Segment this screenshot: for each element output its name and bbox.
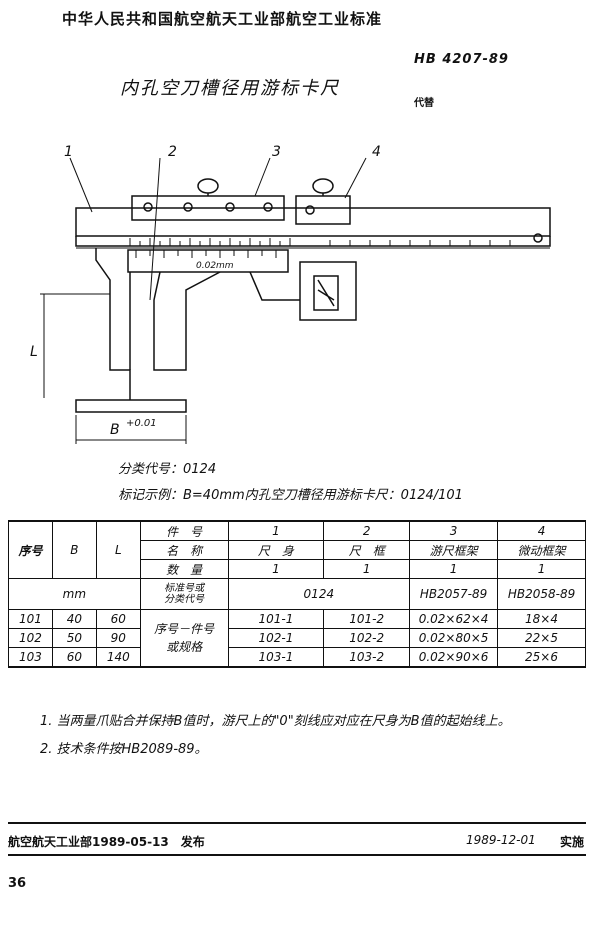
quantity-4: 1 [497, 559, 586, 579]
dimension-b-tolerance: +0.01 [126, 418, 157, 429]
part-name-1: 尺 身 [227, 540, 325, 560]
jaw-foot [75, 399, 187, 413]
standard-number: HB 4207-89 [414, 52, 509, 67]
part-number-1: 1 [227, 520, 325, 541]
fixed-jaw-outline [95, 248, 131, 400]
vernier-resolution-label: 0.02mm [196, 261, 234, 271]
quantity-1: 1 [227, 559, 325, 579]
part-number-4: 4 [497, 520, 586, 541]
row-part-4: 22×5 [497, 628, 586, 648]
beam-body [75, 236, 551, 247]
fine-adjust-wheel [313, 275, 339, 311]
part-number-2: 2 [323, 520, 411, 541]
row-b: 50 [51, 628, 97, 648]
callout-1: 1 [64, 144, 73, 160]
clamp-knob-2 [312, 178, 334, 194]
part-name-2: 尺 框 [323, 540, 411, 560]
dimension-l-label: L [30, 344, 38, 360]
part-name-4: 微动框架 [497, 540, 586, 560]
standard-shared: 0124 [227, 578, 411, 610]
col-b-header: B [51, 520, 97, 579]
label-name: 名 称 [139, 540, 229, 560]
row-part-2: 103-2 [323, 647, 411, 668]
col-l-header: L [95, 520, 141, 579]
issue-line: 航空航天工业部1989-05-13 发布 [8, 835, 205, 849]
issuing-authority-header: 中华人民共和国航空航天工业部航空工业标准 [62, 10, 383, 28]
row-seq: 101 [8, 609, 53, 629]
row-part-3: 0.02×90×6 [409, 647, 499, 668]
row-part-2: 102-2 [323, 628, 411, 648]
row-l: 60 [95, 609, 141, 629]
callout-3: 3 [272, 144, 281, 160]
quantity-2: 1 [323, 559, 411, 579]
label-standard: 标准号或 分类代号 [139, 578, 229, 610]
dimension-b-label: B [110, 422, 120, 438]
row-part-2: 101-2 [323, 609, 411, 629]
row-part-1: 103-1 [227, 647, 325, 668]
document-title: 内孔空刀槽径用游标卡尺 [120, 78, 340, 99]
implementation-date: 1989-12-01 [466, 833, 536, 847]
replaces-label: 代替 [414, 98, 434, 109]
moving-jaw-outline [153, 271, 221, 371]
unit-cell: mm [8, 578, 141, 610]
fine-adjust-frame [295, 195, 351, 225]
quantity-3: 1 [409, 559, 499, 579]
part-name-3: 游尺框架 [409, 540, 499, 560]
label-part-no: 件 号 [139, 520, 229, 541]
row-part-1: 101-1 [227, 609, 325, 629]
row-part-3: 0.02×62×4 [409, 609, 499, 629]
callout-4: 4 [372, 144, 381, 160]
page-number: 36 [8, 876, 27, 891]
row-l: 140 [95, 647, 141, 668]
spec-table: 序号 B L 件 号 1 2 3 4 名 称 尺 身 尺 框 游尺框架 微动框架… [8, 520, 586, 668]
row-b: 60 [51, 647, 97, 668]
footer-rule-bottom [8, 854, 586, 856]
note-2: 2. 技术条件按HB2089-89。 [40, 742, 208, 757]
col-seq-header: 序号 [8, 520, 53, 579]
marking-example: 标记示例：B=40mm内孔空刀槽径用游标卡尺：0124/101 [118, 488, 463, 503]
part-number-3: 3 [409, 520, 499, 541]
callout-2: 2 [168, 144, 177, 160]
label-seq-part: 序号－件号 或规格 [139, 609, 229, 668]
row-part-4: 18×4 [497, 609, 586, 629]
caliper-drawing: 1 2 3 4 L B +0.01 0.02mm [30, 144, 551, 444]
row-seq: 102 [8, 628, 53, 648]
row-l: 90 [95, 628, 141, 648]
label-quantity: 数 量 [139, 559, 229, 579]
note-1: 1. 当两量爪贴合并保持B值时，游尺上的"0"刻线应对应在尺身为B值的起始线上。 [40, 714, 511, 729]
footer-rule [8, 822, 586, 824]
classification-code: 分类代号：0124 [118, 462, 217, 477]
row-part-3: 0.02×80×5 [409, 628, 499, 648]
vernier-plate [127, 249, 289, 273]
row-part-4: 25×6 [497, 647, 586, 668]
implementation-label: 实施 [560, 835, 585, 849]
standard-part-4: HB2058-89 [497, 578, 586, 610]
vernier-scale-ticks [135, 250, 277, 258]
standard-part-3: HB2057-89 [409, 578, 499, 610]
row-b: 40 [51, 609, 97, 629]
main-scale-ticks [129, 238, 511, 246]
row-seq: 103 [8, 647, 53, 668]
row-part-1: 102-1 [227, 628, 325, 648]
clamp-knob-1 [197, 178, 219, 194]
